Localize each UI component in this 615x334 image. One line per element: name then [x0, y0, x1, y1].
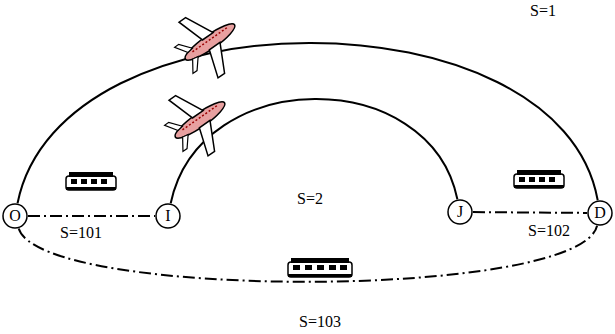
airplane-icon: [154, 75, 244, 166]
node-circle: J: [447, 199, 473, 225]
airplane-icon: [164, 0, 254, 88]
node-circle: O: [2, 203, 28, 229]
node-circle: I: [155, 203, 181, 229]
circle-shape: [448, 200, 472, 224]
train-icon: [66, 172, 116, 190]
circle-shape: [156, 204, 180, 228]
train-icon: [514, 170, 564, 188]
edge-label: S=103: [297, 313, 343, 331]
node-letter: O: [9, 208, 21, 224]
node-letter: J: [457, 204, 463, 220]
circle-shape: [588, 201, 612, 225]
node-circle: D: [587, 200, 613, 226]
node-letter: I: [165, 208, 170, 224]
train-icon: [288, 258, 352, 277]
edge-label: S=102: [526, 222, 572, 240]
edge-label: S=1: [528, 2, 558, 20]
edge-label: S=101: [58, 224, 104, 242]
air-link: [18, 43, 598, 203]
rail-link: [19, 226, 597, 282]
rail-link: [28, 215, 155, 217]
node-letter: D: [594, 205, 606, 221]
rail-link: [473, 211, 587, 214]
circle-shape: [3, 204, 27, 228]
edge-label: S=2: [295, 190, 325, 208]
